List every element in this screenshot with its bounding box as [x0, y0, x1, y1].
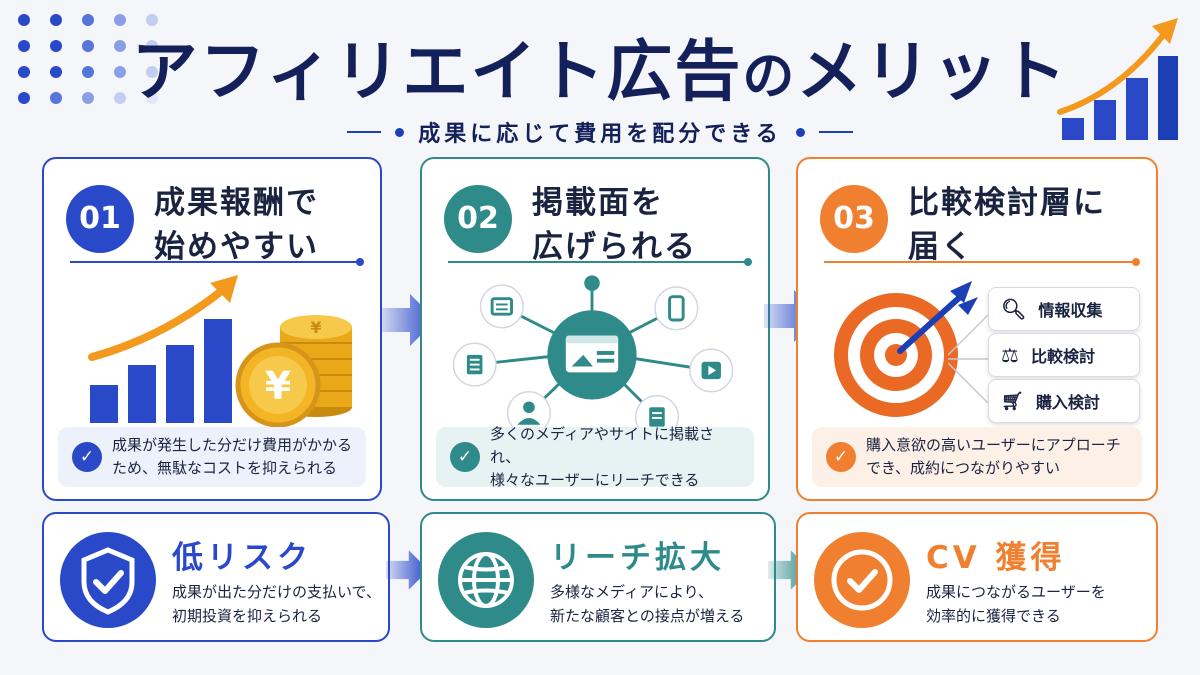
growth-chart-icon [1057, 18, 1178, 140]
benefit-card-2: 02 掲載面を 広げられる [420, 157, 770, 501]
tag-information-gathering: 🔍︎ 情報収集 [988, 287, 1140, 331]
bottom-card-low-risk: 低リスク 成果が出た分だけの支払いで、 初期投資を抑えられる [42, 512, 390, 642]
subtitle-row: 成果に応じて費用を配分できる [0, 116, 1200, 148]
card-note: ✓ 多くのメディアやサイトに掲載され、 様々なユーザーにリーチできる [436, 425, 754, 489]
card-number: 01 [66, 185, 134, 253]
bottom-card-text: 多様なメディアにより、 新たな顧客との接点が増える [550, 583, 745, 625]
connector-lines [948, 314, 988, 404]
arrow-right-icon [386, 550, 429, 590]
bottom-card-title: リーチ拡大 [550, 540, 725, 576]
bottom-card-title: CV 獲得 [926, 540, 1066, 576]
bottom-card-title: 低リスク [172, 540, 312, 576]
svg-text:¥: ¥ [310, 318, 321, 337]
card-number: 02 [444, 185, 512, 253]
page-title: アフィリエイト広告のメリット [131, 33, 1069, 110]
tag-purchase-consideration: 🛒︎ 購入検討 [988, 379, 1140, 423]
card-title: 掲載面を 広げられる [532, 185, 697, 265]
bottom-card-cv: CV 獲得 成果につながるユーザーを 効率的に獲得できる [796, 512, 1158, 642]
check-icon: ✓ [826, 442, 856, 472]
tag-comparison: ⚖︎ 比較検討 [988, 333, 1140, 377]
card-title: 比較検討層に 届く [908, 185, 1106, 265]
target-icon [834, 281, 978, 417]
check-icon: ✓ [450, 442, 480, 472]
shield-check-icon [60, 532, 156, 628]
card-number: 03 [820, 185, 888, 253]
benefit-card-1: 01 成果報酬で 始めやすい ¥ ¥ ✓ 成果が発生した分だけ費用がかかる ため… [42, 157, 382, 501]
bottom-card-text: 成果につながるユーザーを 効率的に獲得できる [926, 583, 1106, 625]
card-note: ✓ 成果が発生した分だけ費用がかかる ため、無駄なコストを抑えられる [58, 427, 366, 487]
magnifier-icon: 🔍︎ [1001, 297, 1027, 321]
svg-text:¥: ¥ [265, 364, 291, 408]
bottom-card-reach: リーチ拡大 多様なメディアにより、 新たな顧客との接点が増える [420, 512, 776, 642]
decorative-dots [18, 14, 164, 104]
cart-icon: 🛒︎ [1001, 390, 1024, 412]
globe-icon [438, 532, 534, 628]
card-note: ✓ 購入意欲の高いユーザーにアプローチ でき、成約につながりやすい [812, 427, 1142, 487]
subtitle: 成果に応じて費用を配分できる [418, 122, 782, 147]
check-badge-icon [814, 532, 910, 628]
bottom-card-text: 成果が出た分だけの支払いで、 初期投資を抑えられる [172, 583, 381, 625]
check-icon: ✓ [72, 442, 102, 472]
card-title: 成果報酬で 始めやすい [154, 185, 319, 265]
benefit-card-3: 03 比較検討層に 届く 🔍︎ 情報収集 ⚖︎ 比較検討 🛒︎ 購入検討 ✓ 購… [796, 157, 1158, 501]
media-network-icon [452, 275, 734, 437]
growth-coins-icon: ¥ ¥ [88, 275, 352, 428]
scale-icon: ⚖︎ [1001, 343, 1019, 367]
